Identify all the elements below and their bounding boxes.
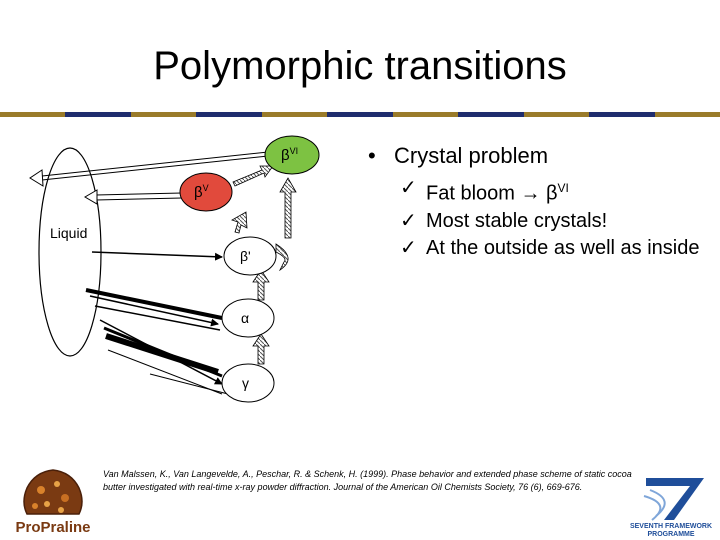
rule-segment bbox=[261, 112, 328, 117]
arrow-liquid-alpha-2 bbox=[89, 295, 219, 327]
arrow-bprime-loop bbox=[275, 243, 289, 272]
form-beta-v-label: βV bbox=[194, 183, 209, 201]
arrow-alpha-bprime bbox=[252, 269, 270, 301]
sub-bullet: ✓ Fat bloom → βVI bbox=[368, 175, 708, 208]
title-underline bbox=[0, 112, 720, 117]
form-gamma-label: γ bbox=[242, 375, 249, 391]
praline-nut bbox=[58, 507, 64, 513]
main-bullet: • Crystal problem bbox=[368, 142, 708, 169]
main-bullet-text: Crystal problem bbox=[394, 143, 549, 168]
rule-segment bbox=[458, 112, 524, 117]
form-alpha-label: α bbox=[241, 310, 249, 326]
sub-bullet-text: Most stable crystals! bbox=[426, 209, 608, 232]
fp7-logo: SEVENTH FRAMEWORK PROGRAMME bbox=[630, 478, 712, 538]
melt-arrow-b6 bbox=[41, 151, 269, 177]
check-icon: ✓ bbox=[400, 209, 417, 232]
rule-segment bbox=[0, 112, 66, 117]
rule-segment bbox=[392, 112, 459, 117]
form-beta-vi-label: βVI bbox=[281, 146, 298, 164]
form-alpha bbox=[221, 298, 275, 338]
propraline-logo: ProPraline bbox=[15, 469, 91, 536]
form-beta-vi bbox=[264, 135, 320, 175]
praline-nut bbox=[61, 494, 69, 502]
rule-segment bbox=[523, 112, 590, 117]
arrow-liquid-alpha-1 bbox=[85, 288, 223, 320]
slide-title: Polymorphic transitions bbox=[153, 44, 567, 88]
arrow-liquid-gamma-4 bbox=[107, 349, 223, 395]
fp7-line2: PROGRAMME bbox=[647, 531, 694, 538]
form-beta-prime-label: β' bbox=[240, 248, 251, 264]
rule-segment bbox=[130, 112, 197, 117]
rule-segment bbox=[589, 112, 655, 117]
praline-nut bbox=[37, 486, 45, 494]
form-gamma bbox=[221, 363, 275, 403]
melt-arrow-b6-edge bbox=[41, 155, 269, 181]
melt-arrowhead-b6 bbox=[29, 169, 44, 187]
bullet-list: • Crystal problem ✓ Fat bloom → βVI ✓ Mos… bbox=[368, 142, 708, 262]
bullet-marker: • bbox=[368, 143, 376, 168]
fp7-line1: SEVENTH FRAMEWORK bbox=[630, 523, 712, 530]
sub-bullet: ✓ At the outside as well as inside bbox=[368, 235, 708, 262]
praline-nut bbox=[54, 481, 60, 487]
polymorph-diagram: Liquid βVI βV β' α γ bbox=[29, 135, 320, 403]
check-icon: ✓ bbox=[400, 236, 417, 259]
melt-arrow-b5-edge bbox=[95, 197, 183, 201]
sub-bullet-text: At the outside as well as inside bbox=[426, 236, 700, 259]
arrow-liquid-bprime bbox=[91, 251, 223, 261]
check-icon: ✓ bbox=[400, 177, 417, 199]
sub-bullet: ✓ Most stable crystals! bbox=[368, 208, 708, 235]
arrow-bprime-b5 bbox=[231, 211, 248, 234]
melt-arrow-b5 bbox=[95, 192, 183, 196]
rule-segment bbox=[654, 112, 720, 117]
liquid-label: Liquid bbox=[50, 225, 87, 241]
praline-nut bbox=[44, 501, 50, 507]
fp7-swoosh bbox=[643, 495, 662, 521]
rule-segment bbox=[196, 112, 262, 117]
arrow-b5-b6 bbox=[232, 165, 274, 187]
rule-segment bbox=[65, 112, 131, 117]
form-beta-v bbox=[179, 172, 233, 212]
seven-icon bbox=[646, 478, 704, 520]
propraline-wordmark: ProPraline bbox=[15, 519, 90, 536]
reference-citation: Van Malssen, K., Van Langevelde, A., Pes… bbox=[103, 469, 632, 492]
melt-arrowhead-b5 bbox=[84, 189, 98, 205]
arrow-gamma-alpha bbox=[252, 333, 270, 365]
praline-nut bbox=[32, 503, 38, 509]
sub-bullet-sup: VI bbox=[557, 181, 569, 195]
arrow-bprime-b6 bbox=[279, 177, 297, 239]
form-beta-prime bbox=[223, 236, 277, 276]
arrow-liquid-gamma-5 bbox=[149, 373, 229, 395]
arrow-liquid-alpha-3 bbox=[94, 305, 221, 331]
arrow-liquid-gamma-3 bbox=[105, 333, 219, 375]
praline-icon bbox=[23, 469, 83, 515]
rule-segment bbox=[327, 112, 393, 117]
sub-bullet-text: Fat bloom → β bbox=[426, 182, 558, 205]
